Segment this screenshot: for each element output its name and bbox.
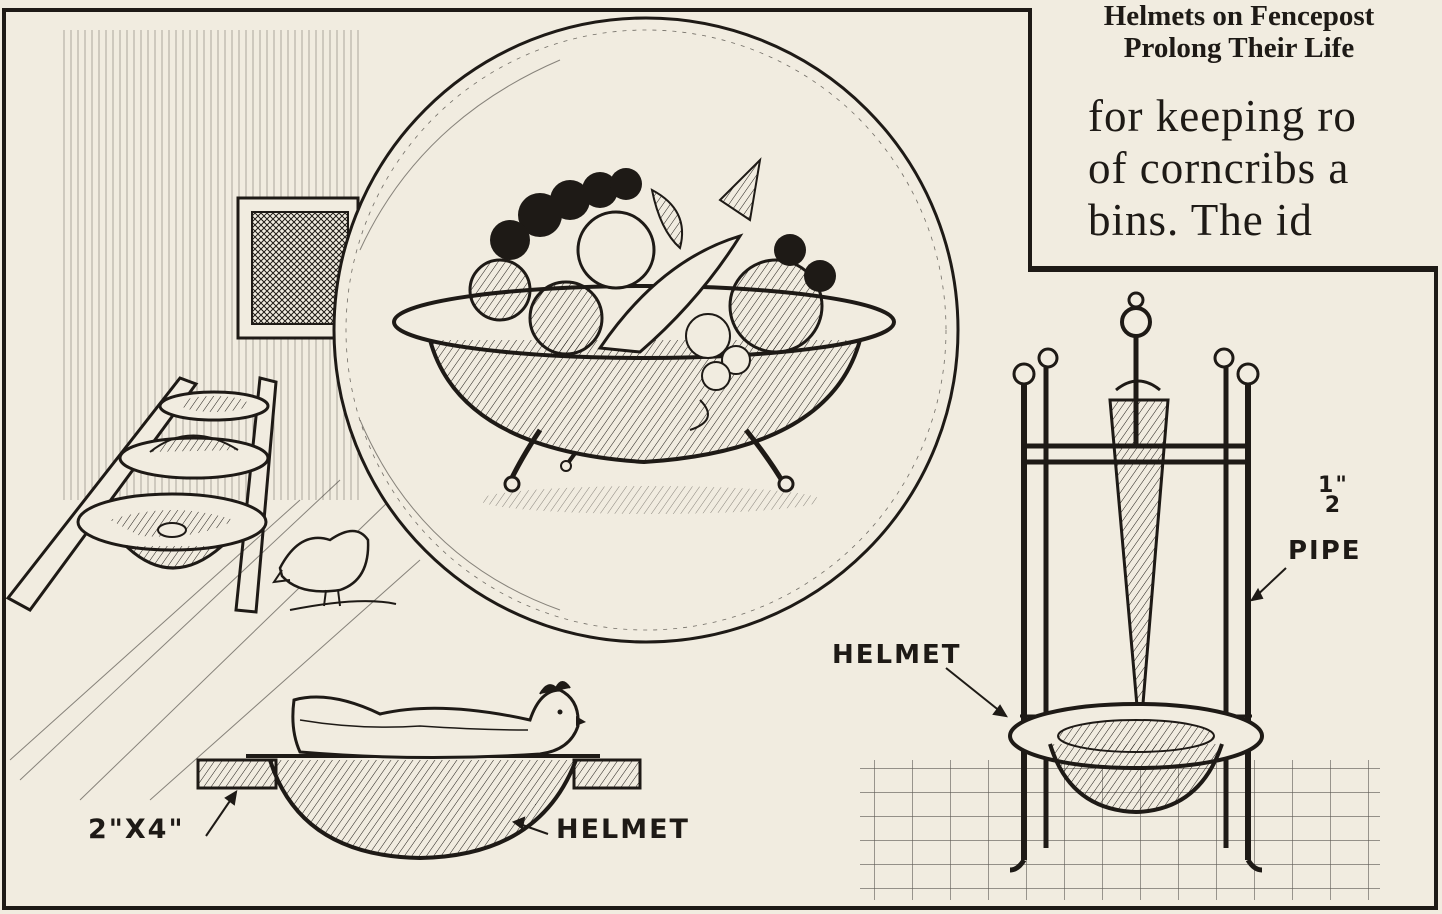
fraction-numerator: 1 <box>1318 473 1336 498</box>
chicken-walking <box>271 529 397 611</box>
half-inch-fraction-label: 1" 2 <box>1318 473 1349 518</box>
body-line-1: for keeping ro <box>1088 91 1357 141</box>
henhouse-wall <box>60 30 360 500</box>
two-by-four-label: 2"X4" <box>88 814 185 845</box>
headline-line-2: Prolong Their Life <box>1123 32 1355 64</box>
helmet-label-nest: HELMET <box>556 814 690 845</box>
inch-mark: " <box>1335 473 1349 498</box>
helmet-label-stand: HELMET <box>832 640 962 670</box>
body-line-2: of corncribs a <box>1088 143 1350 193</box>
panel-border <box>2 8 1438 910</box>
body-line-3: bins. The id <box>1088 195 1313 245</box>
pipe-label: PIPE <box>1288 536 1362 566</box>
fraction-denominator: 2 <box>1324 493 1343 518</box>
fruit-bowl-vignette <box>332 16 960 644</box>
callout-arrows <box>205 567 1287 837</box>
nest-shelf <box>5 376 278 614</box>
article-headline: Helmets on Fencepost Prolong Their Life <box>1036 0 1442 64</box>
hen-nest-helmet <box>196 681 642 861</box>
umbrella-stand <box>860 291 1380 900</box>
headline-line-1: Helmets on Fencepost <box>1103 0 1375 32</box>
article-body-text: for keeping ro of corncribs a bins. The … <box>1088 90 1442 246</box>
